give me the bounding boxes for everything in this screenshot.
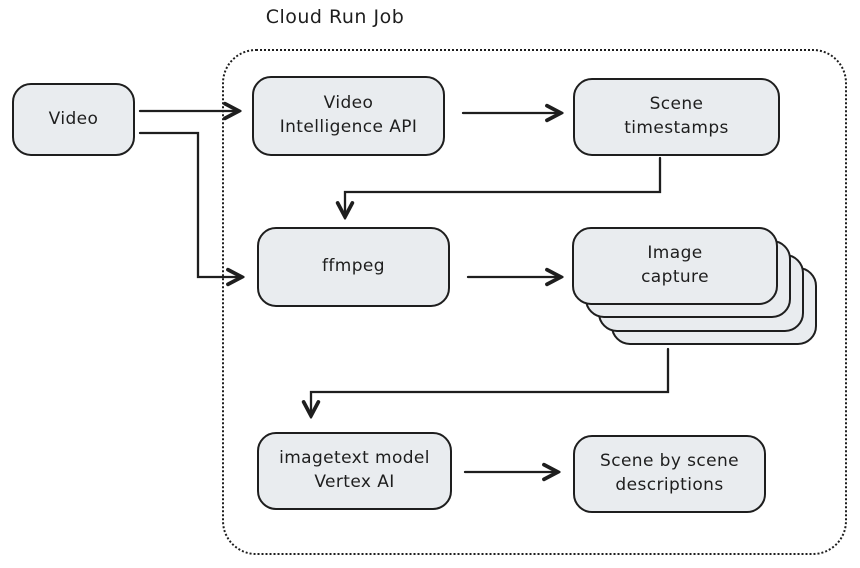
edge-video-to-ffmpeg <box>138 131 241 277</box>
node-scene-descriptions-line2: descriptions <box>615 475 724 495</box>
node-image-capture-line1: Image <box>647 243 703 264</box>
node-scene-descriptions-line1: Scene by scene <box>600 451 739 472</box>
node-imagetext-model-line1: imagetext model <box>279 448 430 469</box>
edge-image-capture-to-imagetext-model <box>311 347 670 415</box>
node-video: Video <box>12 83 135 156</box>
node-video-label: Video <box>48 108 99 129</box>
node-image-capture: Image capture <box>572 227 778 305</box>
node-ffmpeg-label: ffmpeg <box>322 256 385 277</box>
node-video-intelligence-api-line2: Intelligence API <box>279 117 418 137</box>
node-scene-timestamps: Scene timestamps <box>573 78 780 156</box>
node-image-capture-line2: capture <box>641 267 709 287</box>
node-scene-descriptions: Scene by scene descriptions <box>573 435 766 513</box>
group-title: Cloud Run Job <box>265 6 405 28</box>
node-scene-timestamps-line1: Scene <box>649 94 704 115</box>
node-imagetext-model: imagetext model Vertex AI <box>257 432 452 510</box>
node-video-intelligence-api: Video Intelligence API <box>252 76 445 156</box>
cloud-run-job-group-border <box>222 49 847 555</box>
node-scene-timestamps-line2: timestamps <box>624 118 729 138</box>
node-video-intelligence-api-line1: Video <box>323 93 374 114</box>
edge-scene-timestamps-to-ffmpeg <box>345 156 662 216</box>
node-ffmpeg: ffmpeg <box>257 227 450 307</box>
node-imagetext-model-line2: Vertex AI <box>314 472 395 492</box>
